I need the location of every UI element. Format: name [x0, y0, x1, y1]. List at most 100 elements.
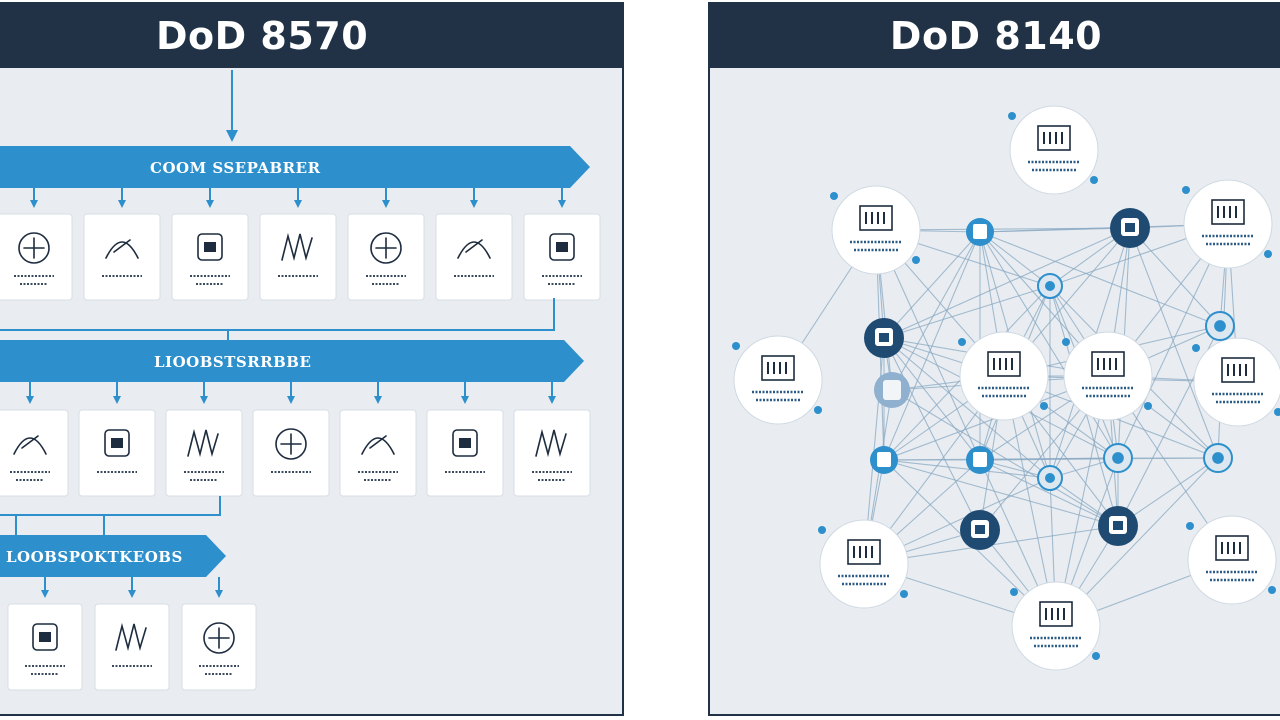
card-box: [83, 213, 161, 301]
dod-8140-title: DoD 8140: [710, 4, 1280, 68]
arrowhead: [226, 130, 238, 142]
node-dot: [1186, 522, 1194, 530]
role-card: [165, 409, 243, 497]
node-dot: [1274, 408, 1280, 416]
network-edge: [883, 459, 1119, 527]
node-icon: [1227, 364, 1247, 376]
node-dot: [1092, 652, 1100, 660]
card-box: [7, 603, 83, 691]
network-node: [1037, 273, 1063, 299]
sketch-icon: [452, 429, 478, 457]
dod-8570-title: DoD 8570: [0, 4, 622, 68]
sketch-icon: [105, 239, 139, 259]
role-card: [0, 409, 69, 497]
sketch-icon: [197, 233, 223, 261]
sketch-icon: [280, 433, 302, 455]
sketch-icon: [361, 435, 395, 455]
arrowhead: [215, 590, 223, 598]
network-node: [1098, 506, 1138, 546]
arrowhead: [41, 590, 49, 598]
network-node: [966, 446, 994, 474]
arrowhead: [548, 396, 556, 404]
sketch-icon: [203, 622, 235, 654]
banner-label: LIOOBSTSRRBBE: [154, 353, 311, 371]
arrowhead: [287, 396, 295, 404]
dod-8570-diagram: COOM SSEPABRERLIOOBSTSRRBBELOOBSPOKTKEOB…: [0, 70, 601, 691]
node-dot: [1010, 588, 1018, 596]
node-icon: [1221, 357, 1255, 383]
role-card: [523, 213, 601, 301]
network-node: [1062, 331, 1153, 421]
banner-2: LIOOBSTSRRBBE: [0, 340, 584, 382]
arrowhead: [558, 200, 566, 208]
role-card: [94, 603, 170, 691]
node-icon: [993, 358, 1013, 370]
network-node: [1182, 179, 1273, 269]
network-node: [1110, 208, 1150, 248]
network-node: [958, 331, 1049, 421]
card-box: [426, 409, 504, 497]
node-dot: [1144, 402, 1152, 410]
node-icon: [1125, 223, 1135, 232]
network-node: [960, 510, 1000, 550]
node-icon: [1217, 206, 1237, 218]
node-icon: [1212, 452, 1224, 464]
network-node: [1103, 443, 1133, 473]
banner-1: COOM SSEPABRER: [0, 146, 590, 188]
sketch-icon: [104, 429, 130, 457]
arrowhead: [113, 396, 121, 404]
sketch-icon: [13, 435, 47, 455]
network-edge: [1129, 227, 1221, 327]
network-edge: [979, 227, 1131, 233]
role-card: [259, 213, 337, 301]
node-icon: [1039, 601, 1073, 627]
node-icon: [987, 351, 1021, 377]
role-card: [171, 213, 249, 301]
network-edge: [883, 459, 1051, 479]
node-icon: [973, 224, 987, 239]
network-edge: [979, 459, 1119, 527]
network-edge: [883, 337, 1051, 479]
arrowhead: [461, 396, 469, 404]
card-box: [435, 213, 513, 301]
node-dot: [818, 526, 826, 534]
network-edge: [883, 231, 981, 461]
role-card: [426, 409, 504, 497]
node-icon: [859, 205, 893, 231]
sketch-icon: [370, 232, 402, 264]
node-dot: [1040, 402, 1048, 410]
banner-arrow: [0, 146, 590, 188]
node-dot: [830, 192, 838, 200]
sketch-icon: [556, 242, 568, 252]
network-edge: [979, 231, 1221, 327]
node-dot: [1192, 344, 1200, 352]
arrowhead: [206, 200, 214, 208]
node-icon: [883, 380, 901, 400]
node-dot: [1268, 586, 1276, 594]
role-card: [252, 409, 330, 497]
network-node: [830, 185, 921, 275]
arrowhead: [30, 200, 38, 208]
network-edge: [1117, 457, 1219, 527]
arrowhead: [26, 396, 34, 404]
arrowhead: [374, 396, 382, 404]
node-icon: [975, 525, 985, 534]
role-card: [7, 603, 83, 691]
network-node: [1008, 105, 1099, 195]
arrowhead: [382, 200, 390, 208]
node-dot: [900, 590, 908, 598]
arrowhead: [294, 200, 302, 208]
node-icon: [847, 539, 881, 565]
card-box: [339, 409, 417, 497]
card-box: [0, 213, 73, 301]
network-edge: [891, 231, 981, 391]
sketch-icon: [115, 622, 147, 652]
network-node: [1192, 337, 1280, 427]
sketch-icon: [375, 237, 397, 259]
network-node: [1203, 443, 1233, 473]
arrowhead: [118, 200, 126, 208]
node-icon: [1045, 608, 1065, 620]
network-node: [874, 372, 910, 408]
node-icon: [1215, 535, 1249, 561]
